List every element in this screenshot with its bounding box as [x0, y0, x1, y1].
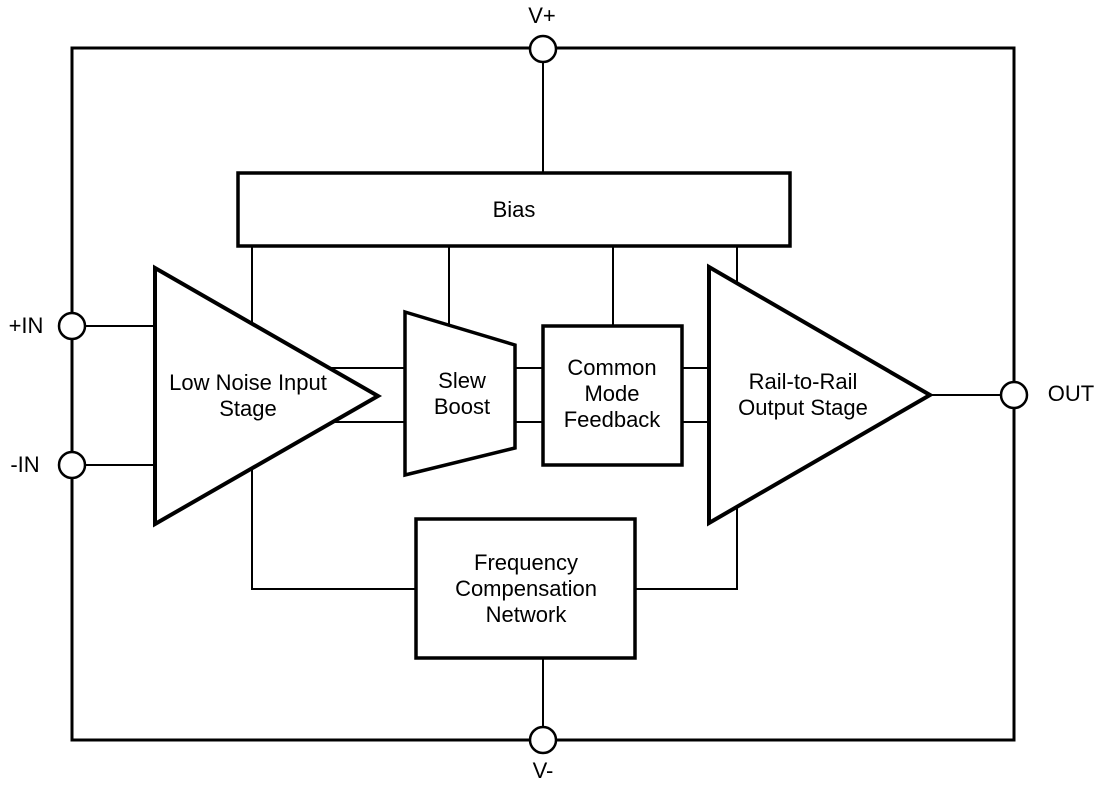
- common-mode-feedback-shape: [541, 324, 684, 467]
- inplus-pin: [57, 311, 87, 341]
- input-stage-triangle: [153, 264, 383, 528]
- vplus-label: V+: [528, 3, 556, 28]
- input-stage-label: Low Noise Input Stage: [169, 370, 327, 421]
- freq-comp-label: Frequency Compensation Network: [455, 550, 597, 627]
- blocks: [153, 171, 934, 660]
- inplus-label: +IN: [8, 313, 44, 338]
- freq-comp-shape: [414, 517, 637, 660]
- output-stage-label: Rail-to-Rail Output Stage: [738, 369, 868, 420]
- out-label: OUT: [1047, 381, 1095, 406]
- output-stage-triangle: [707, 263, 934, 527]
- vminus-label: V-: [532, 758, 554, 783]
- inminus-pin: [57, 450, 87, 480]
- terminal-pins: [57, 34, 1029, 755]
- common-mode-feedback-label: Common Mode Feedback: [563, 355, 661, 432]
- bias-block-shape: [236, 171, 792, 248]
- out-pin: [999, 380, 1029, 410]
- inminus-label: -IN: [10, 452, 40, 477]
- bias-block-label: Bias: [492, 197, 536, 222]
- vplus-pin: [528, 34, 558, 64]
- vminus-pin: [528, 725, 558, 755]
- slew-boost-label: Slew Boost: [433, 368, 491, 419]
- slew-boost-trapezoid: [403, 309, 517, 478]
